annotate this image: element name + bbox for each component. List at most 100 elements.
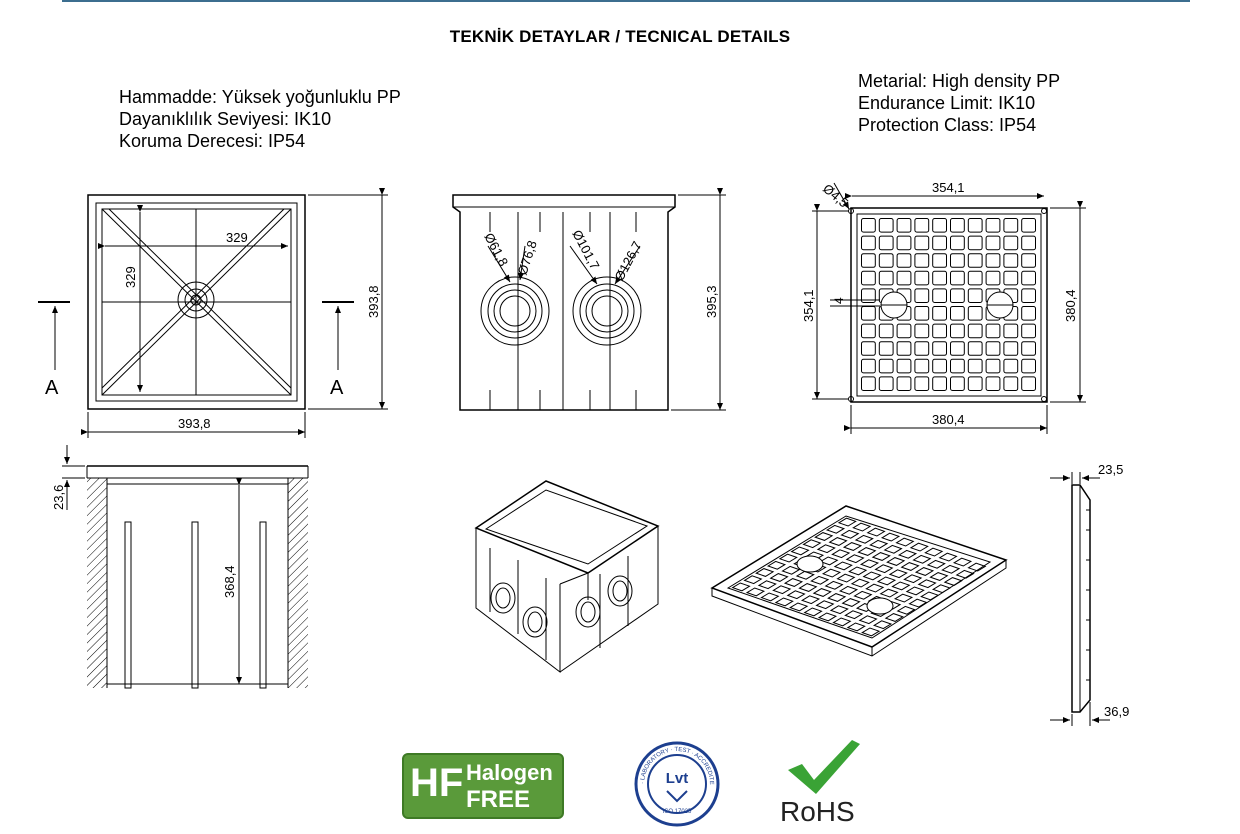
iso-grid-cell xyxy=(760,592,780,602)
lid-grid-cell xyxy=(985,235,1001,251)
lid-grid-cell xyxy=(914,253,930,268)
iso-grid-cell xyxy=(886,557,906,566)
lid-grid-cell xyxy=(967,288,983,303)
lvt-ring-text: ISO 17025 xyxy=(663,809,692,815)
iso-grid-cell xyxy=(816,544,836,554)
iso-grid-cell xyxy=(781,565,801,575)
iso-grid-cell xyxy=(840,529,860,539)
lid-grid-cell xyxy=(950,306,965,321)
lid-grid-cell xyxy=(932,306,948,321)
iso-grid-cell xyxy=(861,627,881,637)
lid-grid-cell xyxy=(985,270,1001,286)
iso-grid-cell xyxy=(891,581,911,591)
lid-grid-cell xyxy=(950,253,965,268)
lid-grid-cell xyxy=(932,253,948,268)
iso-grid-cell xyxy=(798,583,818,592)
lid-grid-cell xyxy=(967,323,983,339)
dim-lid-thick-bottom: 36,9 xyxy=(1104,704,1129,719)
iso-grid-cell xyxy=(810,575,830,585)
iso-grid-cell xyxy=(857,547,877,556)
iso-grid-cell xyxy=(883,544,903,554)
iso-grid-cell xyxy=(800,595,821,605)
lid-grid-cell xyxy=(1003,341,1019,356)
iso-grid-cell xyxy=(789,602,809,612)
iso-grid-cell xyxy=(897,549,918,559)
iso-grid-cell xyxy=(815,600,835,610)
iso-grid-cell xyxy=(912,554,932,564)
lid-grid-cell xyxy=(985,376,1001,391)
lid-grid-cell xyxy=(985,218,1001,233)
iso-grid-cell xyxy=(778,553,798,563)
lid-grid-cell xyxy=(914,218,930,233)
dim-top-inner-w: 329 xyxy=(226,230,248,245)
lid-grid-cell xyxy=(1021,341,1037,356)
lid-grid-cell xyxy=(878,270,894,286)
dim-lid-outer-h: 380,4 xyxy=(1063,289,1078,322)
iso-grid-cell xyxy=(848,566,868,576)
iso-grid-cell xyxy=(914,567,935,576)
lid-grid-cell xyxy=(896,341,912,356)
lid-grid-cell xyxy=(896,358,912,374)
lid-grid-cell xyxy=(950,341,965,356)
iso-grid-cell xyxy=(783,578,804,587)
lid-grid-cell xyxy=(861,218,876,233)
iso-grid-cell xyxy=(841,598,861,607)
lid-grid-cell xyxy=(932,341,948,356)
lid-grid-cell xyxy=(967,270,983,286)
spec-endurance-en: Endurance Limit: IK10 xyxy=(858,93,1036,113)
iso-grid-cell xyxy=(896,605,916,615)
lid-grid-cell xyxy=(950,323,965,339)
spec-protection-tr: Koruma Derecesi: IP54 xyxy=(119,131,306,151)
lid-grid-cell xyxy=(861,341,876,356)
iso-grid-cell xyxy=(872,620,893,630)
spec-material-tr: Hammadde: Yüksek yoğunluklu PP xyxy=(119,87,401,107)
lid-grid-cell xyxy=(914,358,930,374)
iso-grid-cell xyxy=(865,583,885,593)
lid-grid-cell xyxy=(967,218,983,233)
iso-grid-cell xyxy=(903,574,923,584)
iso-grid-cell xyxy=(832,617,852,627)
iso-grid-cell xyxy=(827,593,847,602)
iso-grid-cell xyxy=(755,568,775,577)
lid-grid-cell xyxy=(950,288,965,303)
lid-grid-cell xyxy=(932,218,948,233)
iso-grid-cell xyxy=(743,575,763,585)
iso-grid-cell xyxy=(757,580,777,590)
iso-grid-cell xyxy=(844,610,864,620)
iso-grid-cell xyxy=(931,584,952,594)
lid-grid-cell xyxy=(1003,218,1019,233)
iso-grid-cell xyxy=(871,552,891,561)
lid-grid-cell xyxy=(896,376,912,391)
lvt-center-text: Lvt xyxy=(666,770,689,787)
dim-top-outer-h: 393,8 xyxy=(366,285,381,318)
iso-grid-cell xyxy=(924,547,944,557)
iso-grid-cell xyxy=(821,568,842,578)
iso-grid-cell xyxy=(745,587,766,597)
lid-grid-cell xyxy=(914,376,930,391)
iso-grid-cell xyxy=(824,580,844,590)
lid-grid-cell xyxy=(878,358,894,374)
iso-grid-cell xyxy=(895,537,915,547)
iso-grid-cell xyxy=(812,588,832,597)
lid-grid-cell xyxy=(1003,376,1019,391)
iso-grid-cell xyxy=(909,542,929,552)
iso-grid-cell xyxy=(831,549,851,559)
lid-grid-cell xyxy=(932,323,948,339)
iso-grid-cell xyxy=(838,585,859,595)
iso-grid-cell xyxy=(854,534,874,544)
lid-grid-cell xyxy=(932,235,948,251)
iso-grid-cell xyxy=(926,559,946,569)
iso-grid-cell xyxy=(929,572,949,581)
lid-grid-cell xyxy=(914,270,930,286)
lid-grid-cell xyxy=(1021,270,1037,286)
check-icon xyxy=(788,740,860,794)
hf-letters: HF xyxy=(410,761,464,805)
lid-grid-cell xyxy=(878,235,894,251)
lid-grid-cell xyxy=(914,323,930,339)
specs-turkish: Hammadde: Yüksek yoğunluklu PP Dayanıklı… xyxy=(119,86,401,152)
iso-grid-cell xyxy=(786,590,806,600)
lid-grid-cell xyxy=(914,341,930,356)
rohs-text: RoHS xyxy=(780,796,855,827)
iso-grid-cell xyxy=(858,615,878,625)
